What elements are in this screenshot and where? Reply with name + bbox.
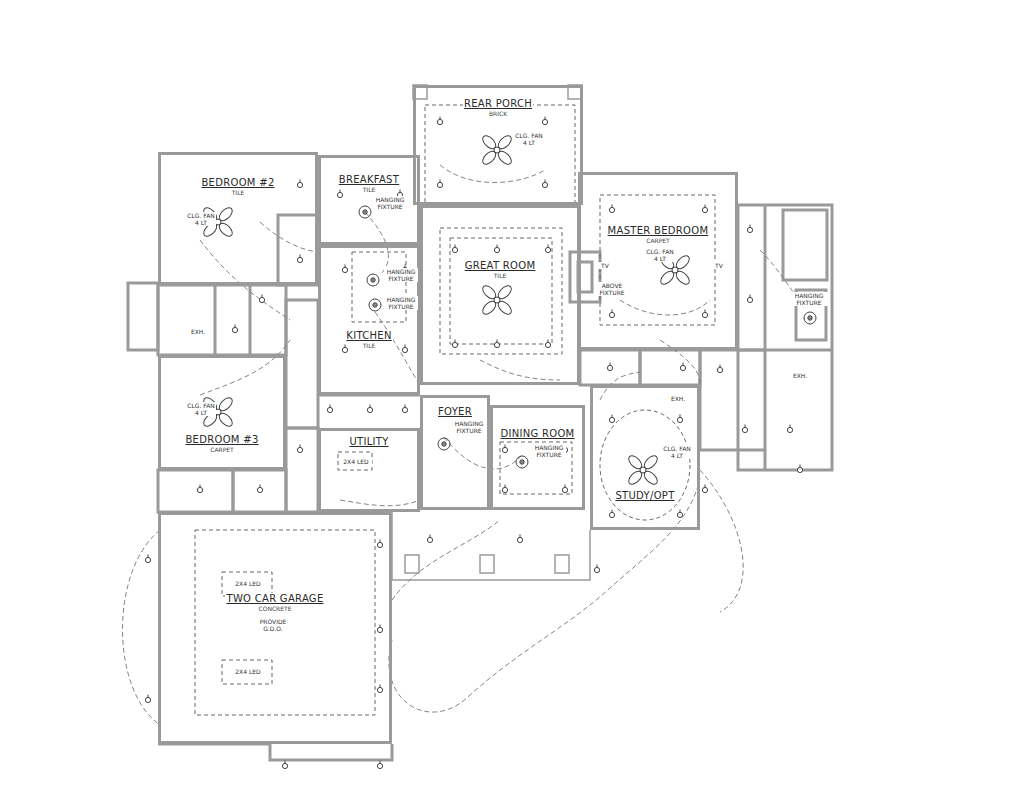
fixture-note: HANGING FIXTURE bbox=[384, 296, 418, 310]
floor-finish: TILE bbox=[493, 272, 508, 279]
fixture-note: 2X4 LED bbox=[226, 668, 270, 675]
room-name: KITCHEN bbox=[345, 330, 392, 342]
front-porch bbox=[392, 85, 590, 580]
room-name: MASTER BEDROOM bbox=[607, 225, 710, 237]
fixture-note: HANGING FIXTURE bbox=[384, 268, 418, 282]
room-box: GREAT ROOMTILE bbox=[420, 205, 580, 385]
fixture-note: PROVIDE G.D.O. bbox=[248, 618, 298, 632]
fixture-note: TV bbox=[712, 262, 726, 269]
room-name: UTILITY bbox=[348, 436, 389, 448]
fixture-note: EXH. bbox=[668, 395, 688, 402]
walls bbox=[128, 205, 832, 760]
fixture-note: 2X4 LED bbox=[340, 458, 372, 465]
fixture-note: CLG. FAN 4 LT bbox=[186, 402, 216, 416]
fixture-note: 2X4 LED bbox=[226, 580, 270, 587]
fixture-note: CLG. FAN 4 LT bbox=[514, 132, 544, 146]
fixtures bbox=[145, 117, 816, 769]
room-name: TWO CAR GARAGE bbox=[225, 593, 324, 605]
room-name: BEDROOM #3 bbox=[184, 434, 259, 446]
room-box: REAR PORCHBRICK bbox=[413, 85, 583, 205]
floor-finish: BRICK bbox=[488, 110, 508, 117]
ceiling-outlines bbox=[195, 105, 715, 715]
fixture-note: EXH. bbox=[188, 328, 208, 335]
floor-finish: CARPET bbox=[645, 237, 671, 244]
room-name: FOYER bbox=[437, 406, 473, 418]
floor-finish: CARPET bbox=[209, 446, 235, 453]
room-name: GREAT ROOM bbox=[464, 260, 537, 272]
fixture-note: CLG. FAN 4 LT bbox=[186, 212, 216, 226]
fixture-note: CLG. FAN 4 LT bbox=[645, 248, 675, 262]
fixture-note: EXH. bbox=[790, 372, 810, 379]
floor-finish: CONCRETE bbox=[257, 605, 292, 612]
room-box: BEDROOM #2TILE bbox=[158, 152, 318, 285]
wiring bbox=[123, 165, 801, 725]
fixture-note: TV bbox=[598, 262, 612, 269]
room-name: BREAKFAST bbox=[338, 174, 400, 186]
floor-finish: TILE bbox=[362, 186, 377, 193]
room-name: REAR PORCH bbox=[463, 98, 533, 110]
fixture-note: HANGING FIXTURE bbox=[790, 292, 828, 306]
fixture-note: HANGING FIXTURE bbox=[373, 196, 407, 210]
room-name: BEDROOM #2 bbox=[200, 177, 275, 189]
room-name: DINING ROOM bbox=[499, 428, 575, 440]
fixture-note: CLG. FAN 4 LT bbox=[662, 445, 692, 459]
fixture-note: ABOVE FIXTURE bbox=[594, 282, 630, 296]
room-box: UTILITY bbox=[318, 428, 420, 512]
fixture-note: HANGING FIXTURE bbox=[452, 420, 486, 434]
floor-finish: TILE bbox=[362, 342, 377, 349]
room-box: BEDROOM #3CARPET bbox=[158, 355, 286, 470]
room-box: FOYER bbox=[420, 395, 490, 510]
fixture-note: HANGING FIXTURE bbox=[532, 444, 566, 458]
room-name: STUDY/OPT bbox=[614, 490, 675, 502]
floor-finish: TILE bbox=[231, 189, 246, 196]
